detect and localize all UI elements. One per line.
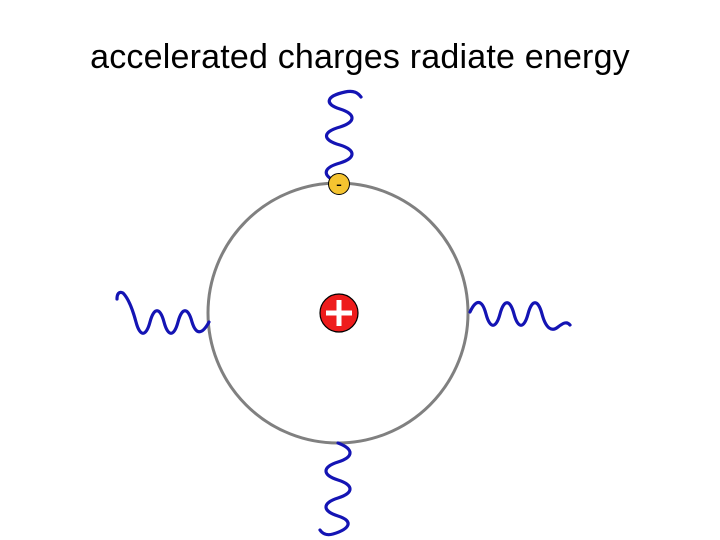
electron: -	[328, 173, 350, 195]
electron-label: -	[336, 174, 342, 194]
nucleus	[319, 293, 359, 333]
slide-title: accelerated charges radiate energy	[90, 38, 630, 76]
wave-right	[468, 300, 572, 331]
wave-up	[324, 89, 363, 184]
plus-symbol-vertical	[336, 300, 342, 326]
wave-left	[115, 290, 211, 335]
wave-down	[318, 441, 352, 537]
